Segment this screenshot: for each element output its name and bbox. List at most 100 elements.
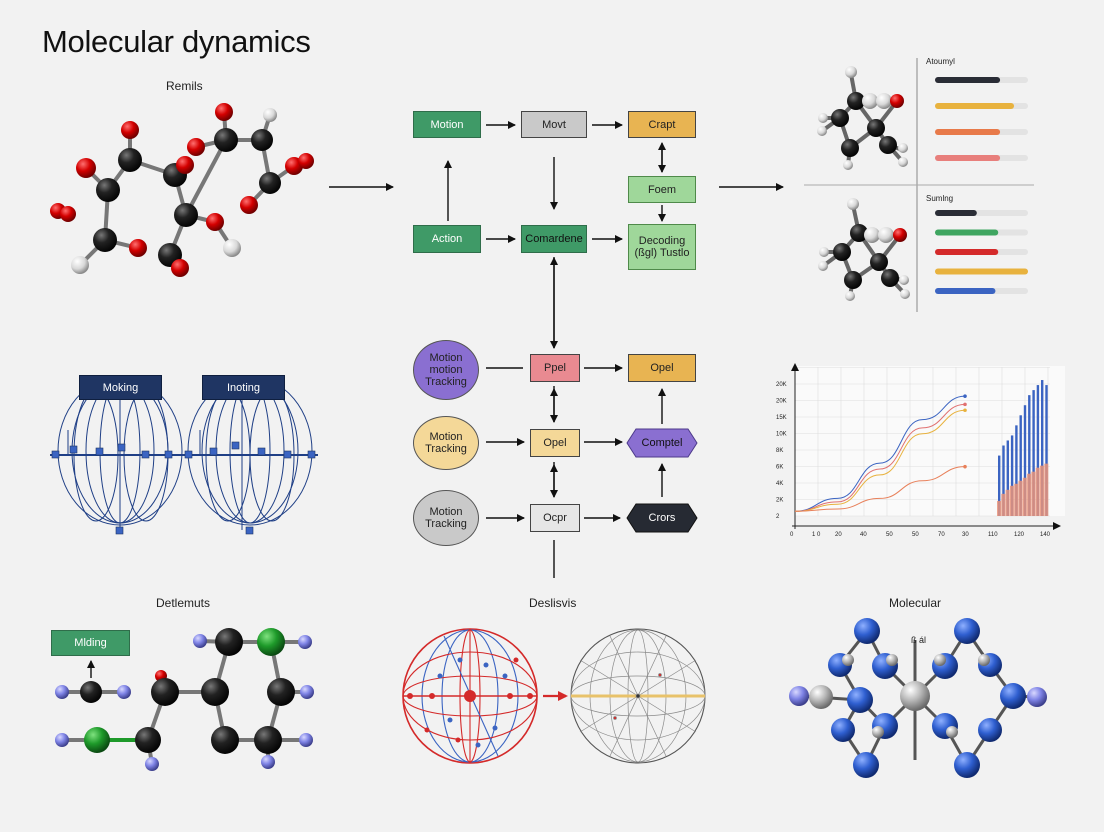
chart-x-tick-label: 30 [962, 532, 969, 538]
chart-bar [1015, 425, 1018, 516]
chart-y-tick-label: 10K [776, 432, 787, 438]
sphere-nodes [407, 657, 533, 748]
chart-series-line [794, 409, 966, 512]
legend-bar [935, 210, 977, 216]
chart-bar [1036, 385, 1040, 516]
chart-y-tick-label: 4K [776, 481, 783, 487]
flow-circle-motion-tracking-2: Motion Tracking [413, 416, 479, 470]
chart-bar [1006, 440, 1009, 516]
chart-bar [1044, 463, 1049, 516]
chart-y-tick-label: 2 [776, 514, 780, 520]
chart-series-line [794, 403, 966, 512]
chart-series-line [794, 395, 966, 512]
molecule-results-top [817, 66, 908, 170]
tracking-label-right: Inoting [202, 375, 285, 400]
legend-bar [935, 249, 999, 255]
chart-y-tick-label: 20K [776, 382, 787, 388]
chart-bar [1027, 473, 1032, 516]
page-title: Molecular dynamics [42, 24, 311, 59]
chart-bar [1035, 467, 1040, 516]
chart-bar [1028, 395, 1031, 516]
chart-series-line [794, 466, 966, 512]
flow-circle-motion-tracking-1: Motion motion Tracking [413, 340, 479, 400]
molecule-bottom-right [789, 618, 1047, 778]
flow-circle-motion-tracking-3: Motion Tracking [413, 490, 479, 546]
molecule-label-mlding: Mlding [51, 630, 130, 656]
flow-box-opel-top: Opel [628, 354, 696, 382]
caption-bottom-center: Deslisvis [529, 596, 577, 610]
tracking-label-left: Moking [79, 375, 162, 400]
flow-hex-comptel-shape [626, 428, 698, 458]
chart-bar [1005, 489, 1010, 516]
legend-title-bottom: Sumlng [926, 194, 954, 203]
chart-bar [1019, 415, 1022, 516]
chart-bar [1009, 485, 1014, 516]
caption-bottom-left: Detlemuts [156, 596, 211, 610]
chart-point [963, 408, 967, 413]
legend-bar [935, 288, 996, 294]
flow-box-foem: Foem [628, 176, 696, 203]
tracking-nodes [51, 441, 316, 535]
chart-x-tick-label: 50 [886, 532, 893, 538]
chart-bar [997, 500, 1001, 516]
flow-hex-crors: Crors [648, 512, 676, 524]
chart-bar [1031, 471, 1036, 516]
legend-bar [935, 268, 1028, 275]
chart-x-tick-label: 110 [988, 532, 998, 538]
chart-bar [1002, 445, 1005, 516]
caption-bottom-right: Molecular [889, 596, 942, 610]
chart-y-tick-label: 2K [776, 498, 783, 504]
flow-box-ocpr: Ocpr [530, 504, 580, 532]
flow-box-movt: Movt [521, 111, 587, 138]
chart-x-tick-label: 50 [912, 532, 919, 538]
chart-bar [1010, 435, 1014, 516]
flow-box-motion: Motion [413, 111, 481, 138]
legend-bar [935, 229, 999, 236]
molecule-bottom-left [55, 628, 314, 771]
flow-box-ppel: Ppel [530, 354, 580, 382]
chart-bar [1001, 493, 1006, 516]
flow-box-action: Action [413, 225, 481, 253]
legend-title-top: Atoumyl [926, 57, 955, 66]
chart-bar [1018, 480, 1023, 516]
chart-bar [1041, 380, 1044, 516]
chart-bar [998, 455, 1001, 516]
flow-hex-crors-shape [626, 503, 698, 533]
chart-bar [1032, 390, 1035, 516]
chart-y-tick-label: 20K [776, 399, 787, 405]
sphere-beige [570, 628, 706, 764]
chart-x-tick-label: 40 [860, 532, 867, 538]
chart-x-tick-label: 1 0 [812, 532, 821, 538]
molecule-results-bottom [818, 198, 910, 301]
legend-bar [935, 129, 1001, 135]
chart-x-tick-label: 20 [835, 532, 842, 538]
chart-bar [1022, 477, 1027, 516]
caption-top-left: Remils [166, 79, 203, 93]
chart-x-tick-label: 140 [1040, 532, 1051, 538]
chart-bar [1040, 465, 1044, 516]
chart-x-tick-label: 0 [790, 532, 794, 538]
flow-box-decoding: Decoding (ßgl) Tustlo [628, 224, 696, 270]
chart-y-tick-label: 8K [776, 448, 783, 454]
atoms-top-left [50, 103, 314, 277]
chart-bar [1023, 405, 1027, 516]
legend-bar [935, 103, 1015, 109]
chart-point [963, 394, 967, 398]
chart-y-tick-label: 15K [776, 415, 787, 421]
flow-arrows [444, 121, 666, 578]
chart-point [963, 402, 967, 407]
chart-bar [1045, 385, 1048, 516]
molecule-annotation: ß ál [911, 635, 927, 645]
chart-point [963, 464, 967, 469]
chart-x-tick-label: 120 [1014, 532, 1025, 538]
flow-box-opel-mid: Opel [530, 429, 580, 457]
chart-bar [1014, 483, 1019, 516]
chart-x-tick-label: 70 [938, 532, 945, 538]
legend-bar [935, 155, 1001, 161]
legend-bar [935, 77, 1001, 83]
legend-bars-bottom [935, 210, 1028, 294]
flow-hex-comptel: Comptel [641, 437, 683, 449]
flow-box-crapt: Crapt [628, 111, 696, 138]
